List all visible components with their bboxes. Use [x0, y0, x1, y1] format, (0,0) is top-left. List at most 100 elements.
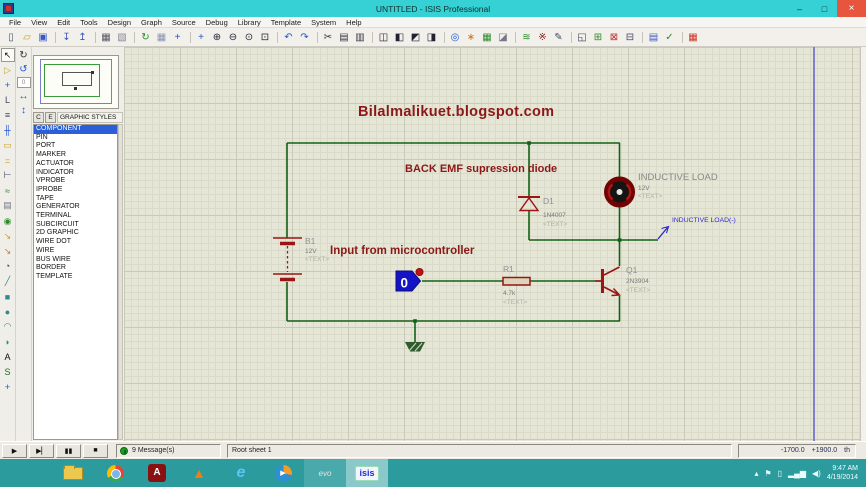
canvas-scrollbar[interactable] [860, 47, 866, 441]
paste-button[interactable]: ▥ [355, 31, 365, 43]
object-list-item[interactable]: INDICATOR [36, 168, 74, 176]
open-file-button[interactable]: ▱ [23, 31, 31, 43]
object-list-item[interactable]: PORT [36, 142, 56, 150]
menu-edit[interactable]: Edit [57, 17, 71, 27]
menu-debug[interactable]: Debug [205, 17, 228, 27]
copy-button[interactable]: ▤ [339, 31, 349, 43]
object-list-item[interactable]: TERMINAL [36, 212, 72, 220]
object-list-item[interactable]: BORDER [36, 264, 66, 272]
2d-marker-mode-button[interactable]: + [4, 382, 11, 393]
print-button[interactable]: ▦ [94, 30, 114, 45]
2d-line-mode-button[interactable]: ╱ [4, 275, 11, 286]
block-copy-button[interactable]: ◫ [372, 30, 391, 45]
2d-symbol-mode-button[interactable]: S [4, 366, 11, 377]
zoom-all-button[interactable]: ⊙ [244, 31, 254, 43]
component-mode-button[interactable]: ▷ [4, 64, 11, 75]
block-move-button[interactable]: ◧ [394, 31, 405, 43]
object-list-item[interactable]: TEMPLATE [36, 272, 73, 280]
step-button[interactable]: ▶▏ [29, 443, 54, 458]
object-list-item[interactable]: VPROBE [36, 177, 66, 185]
device-pin-mode-button[interactable]: ⊢ [3, 170, 12, 181]
pause-button[interactable]: ▮▮ [56, 443, 81, 458]
minimize-button[interactable]: – [796, 3, 802, 14]
2d-circle-mode-button[interactable]: ● [4, 306, 11, 317]
make-device-button[interactable]: ∗ [466, 31, 476, 43]
object-list-item[interactable]: MARKER [36, 151, 66, 159]
toggle-grid-button[interactable]: ▦ [156, 31, 167, 43]
instrument-mode-button[interactable]: ◔ [4, 261, 11, 272]
zoom-in-button[interactable]: ⊕ [212, 31, 222, 43]
menu-graph[interactable]: Graph [141, 17, 162, 27]
menu-library[interactable]: Library [237, 17, 261, 27]
taskbar-adobe-reader[interactable]: A [136, 459, 178, 487]
graph-mode-button[interactable]: ≈ [5, 185, 10, 196]
menu-design[interactable]: Design [107, 17, 132, 27]
taskbar-clock[interactable]: 9:47 AM 4/19/2014 [827, 464, 858, 482]
battery-b1[interactable]: B1 12V <TEXT> [273, 236, 329, 282]
import-section-button[interactable]: ↧ [55, 30, 74, 45]
hidden-icons-chevron[interactable]: ▴ [754, 468, 759, 478]
terminal-inductive-load[interactable]: INDUCTIVE LOAD(-) [657, 217, 736, 240]
mark-print-area-button[interactable]: ▧ [117, 31, 127, 43]
generator-mode-button[interactable]: ◉ [3, 215, 12, 226]
taskbar-internet-explorer[interactable]: e [236, 464, 246, 481]
zoom-area-button[interactable]: ⊡ [260, 31, 270, 43]
2d-path-mode-button[interactable]: ◗ [4, 336, 11, 347]
ground-symbol[interactable] [405, 342, 425, 352]
object-list-item[interactable]: IPROBE [36, 185, 63, 193]
inductive-load-motor[interactable]: INDUCTIVE LOAD 12V <TEXT> [604, 172, 718, 208]
text-script-mode-button[interactable]: ≡ [4, 110, 11, 121]
mirror-vertical-button[interactable]: ↕ [21, 104, 26, 116]
menu-template[interactable]: Template [270, 17, 302, 27]
object-list-item[interactable]: TAPE [36, 194, 54, 202]
zoom-out-button[interactable]: ⊖ [228, 31, 238, 43]
block-rotate-button[interactable]: ◩ [410, 31, 421, 43]
object-list-item[interactable]: PIN [36, 133, 48, 141]
tape-recorder-mode-button[interactable]: ▤ [3, 200, 12, 211]
redo-button[interactable]: ↷ [300, 31, 309, 43]
bill-of-materials-button[interactable]: ▤ [642, 30, 661, 45]
block-delete-button[interactable]: ◨ [426, 31, 437, 43]
message-box[interactable]: 9 Message(s) [116, 443, 221, 458]
close-button[interactable]: × [837, 0, 866, 17]
object-list-item[interactable]: ACTUATOR [36, 159, 74, 167]
2d-arc-mode-button[interactable]: ◠ [3, 321, 12, 332]
rotate-anticlockwise-button[interactable]: ↺ [19, 63, 28, 75]
object-list-item[interactable]: BUS WIRE [36, 255, 71, 263]
menu-system[interactable]: System [311, 17, 337, 27]
menu-tools[interactable]: Tools [80, 17, 98, 27]
play-button[interactable]: ▶ [2, 443, 27, 458]
selection-mode-button[interactable]: ↖ [0, 48, 15, 62]
selector-c-button[interactable]: C [33, 112, 44, 123]
transistor-q1[interactable]: Q1 2N3904 <TEXT> [595, 265, 650, 297]
menu-help[interactable]: Help [346, 17, 362, 27]
taskbar-file-explorer[interactable] [52, 459, 94, 487]
taskbar-vlc[interactable]: ▲ [192, 465, 206, 481]
mirror-horizontal-button[interactable]: ↔ [18, 90, 29, 102]
diode-d1[interactable]: D1 1N4007 <TEXT> [518, 196, 567, 228]
subcircuit-mode-button[interactable]: ▭ [3, 140, 12, 151]
remove-sheet-button[interactable]: ⊠ [609, 31, 619, 43]
object-list-scrollbar[interactable] [118, 124, 123, 440]
exit-to-parent-button[interactable]: ⊟ [625, 31, 635, 43]
false-origin-button[interactable]: + [174, 31, 181, 43]
current-probe-mode-button[interactable]: ↘ [3, 245, 12, 256]
network-icon[interactable]: ▂▄▆ [788, 468, 807, 478]
property-assignment-button[interactable]: ✎ [554, 31, 563, 43]
search-tag-button[interactable]: ※ [538, 31, 547, 43]
taskbar-chrome[interactable] [94, 459, 136, 487]
object-list-item[interactable]: SUBCIRCUIT [36, 220, 79, 228]
taskbar-evo[interactable]: evo [304, 459, 346, 487]
electrical-rule-check-button[interactable]: ✓ [665, 31, 674, 43]
power-icon[interactable]: ▯ [777, 468, 783, 478]
undo-button[interactable]: ↶ [277, 30, 296, 45]
cut-button[interactable]: ✂ [316, 30, 336, 45]
action-center-flag-icon[interactable]: ⚑ [764, 468, 772, 478]
packaging-tool-button[interactable]: ▦ [482, 31, 492, 43]
pick-parts-button[interactable]: ◎ [443, 30, 463, 45]
new-file-button[interactable]: ▯ [8, 31, 14, 43]
2d-text-mode-button[interactable]: A [4, 351, 11, 362]
new-sheet-button[interactable]: ⊞ [593, 31, 603, 43]
menu-view[interactable]: View [31, 17, 48, 27]
export-section-button[interactable]: ↥ [78, 31, 87, 43]
